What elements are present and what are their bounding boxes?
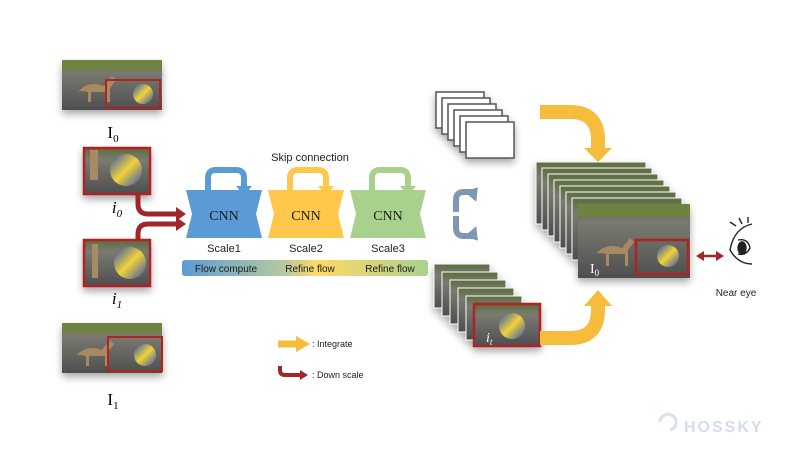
crop-stack-label: it <box>486 331 493 347</box>
crop-i1-label: i1 <box>112 289 122 311</box>
skip-loop-blue <box>205 167 247 194</box>
stage-band <box>182 260 428 276</box>
crop-frame-stack <box>433 263 542 348</box>
scale3-label: Scale3 <box>371 243 405 255</box>
skip-connection-label: Skip connection <box>271 152 349 164</box>
downscale-arrowhead-bottom <box>176 217 186 231</box>
skip-loop-yellow <box>287 167 329 194</box>
crop-i0-thumbnail <box>82 146 152 196</box>
scale1-label: Scale1 <box>207 243 241 255</box>
refine-flow-label-1: Refine flow <box>285 264 335 275</box>
downscale-arrow-bottom <box>135 221 176 240</box>
cnn-block-scale2 <box>268 190 344 238</box>
split-arrow-up-head <box>464 187 478 202</box>
flow-compute-label: Flow compute <box>195 264 258 275</box>
split-arrow-down-head <box>464 226 478 241</box>
flow-frame-stack <box>435 91 515 159</box>
crop-i0-label: i0 <box>112 198 123 220</box>
cnn-label-1: CNN <box>209 209 239 224</box>
downscale-arrow-top <box>135 194 176 217</box>
near-eye-link-head-left <box>696 251 704 261</box>
integrate-arrow-top-head <box>584 148 612 162</box>
legend-integrate-label: : Integrate <box>312 339 353 349</box>
legend-downscale-swatch <box>278 366 308 380</box>
watermark-text: HOSSKY <box>684 419 764 436</box>
legend-downscale-label: : Down scale <box>312 370 364 380</box>
frame-i1-label: I1 <box>107 390 118 412</box>
near-eye-label: Near eye <box>716 288 757 299</box>
frame-i1-thumbnail <box>62 323 163 373</box>
integrate-arrow-bottom <box>540 304 605 345</box>
near-eye-link-head-right <box>716 251 724 261</box>
cnn-block-scale3 <box>350 190 426 238</box>
cnn-block-scale1 <box>186 190 262 238</box>
downscale-arrowhead-top <box>176 207 186 221</box>
cnn-label-2: CNN <box>291 209 321 224</box>
skip-loop-green <box>369 167 411 194</box>
integrate-arrow-top <box>540 105 605 150</box>
frame-i0-label: I0 <box>107 123 119 145</box>
split-arrow-up <box>453 189 472 212</box>
legend-integrate-swatch <box>278 336 310 352</box>
crop-i1-thumbnail <box>82 238 152 288</box>
watermark-logo <box>658 412 678 432</box>
frame-i0-thumbnail <box>62 60 162 110</box>
integrate-arrow-bottom-head <box>584 290 612 306</box>
output-frame-stack <box>535 161 690 278</box>
output-frame-label: I0 <box>590 262 600 278</box>
scale2-label: Scale2 <box>289 243 323 255</box>
refine-flow-label-2: Refine flow <box>365 264 415 275</box>
cnn-label-3: CNN <box>373 209 403 224</box>
split-arrow-down <box>453 216 472 239</box>
eye-icon <box>729 217 753 265</box>
